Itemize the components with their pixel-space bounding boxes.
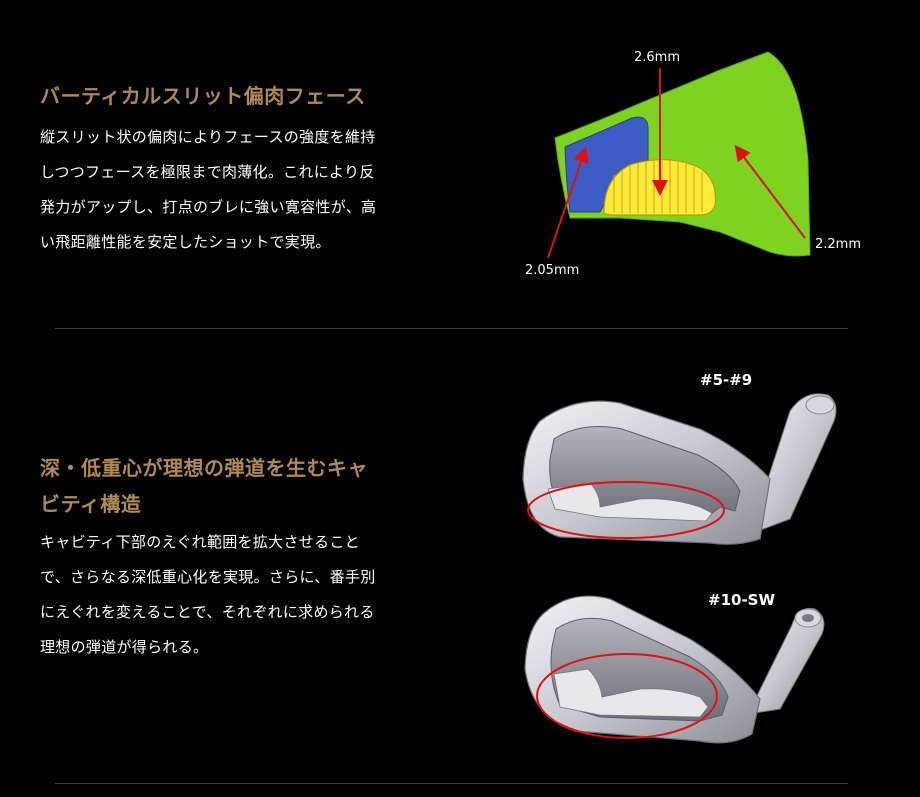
- club-label-5-9: #5-#9: [700, 371, 752, 389]
- undercut-highlight: [527, 481, 725, 539]
- title-line: 深・低重心が理想の弾道を生むキャ: [40, 456, 368, 480]
- section-divider: [55, 328, 848, 329]
- title-line: ビティ構造: [40, 492, 142, 516]
- description-line: 縦スリット状の偏肉によりフェースの強度を維持: [40, 128, 376, 146]
- description-line: で、さらなる深低重心化を実現。さらに、番手別: [40, 568, 376, 586]
- arrow-left: [547, 146, 589, 259]
- description-line: しつつフェースを極限まで肉薄化。これにより反: [40, 163, 375, 181]
- description-line: 理想の弾道が得られる。: [40, 638, 209, 656]
- section-description: 縦スリット状の偏肉によりフェースの強度を維持 しつつフェースを極限まで肉薄化。こ…: [40, 120, 376, 260]
- section-title: バーティカルスリット偏肉フェース: [40, 84, 366, 108]
- label-2-2mm: 2.2mm: [815, 237, 861, 252]
- section-title: 深・低重心が理想の弾道を生むキャ ビティ構造: [40, 450, 368, 522]
- description-line: キャビティ下部のえぐれ範囲を拡大させること: [40, 533, 360, 551]
- iron-head-10-sw: #10-SW: [524, 591, 825, 744]
- description-line: 発力がアップし、打点のブレに強い寛容性が、高: [40, 198, 377, 216]
- section-description: キャビティ下部のえぐれ範囲を拡大させること で、さらなる深低重心化を実現。さらに…: [40, 525, 376, 665]
- section-divider: [55, 783, 848, 784]
- label-2-05mm: 2.05mm: [525, 263, 579, 278]
- undercut-highlight: [536, 653, 718, 739]
- club-label-10-sw: #10-SW: [708, 591, 775, 609]
- label-2-6mm: 2.6mm: [634, 50, 680, 65]
- section-cavity-structure: 深・低重心が理想の弾道を生むキャ ビティ構造 キャビティ下部のえぐれ範囲を拡大さ…: [0, 329, 920, 783]
- face-thickness-diagram: 2.6mm 2.2mm 2.05mm: [525, 50, 861, 278]
- description-line: い飛距離性能を安定したショットで実現。: [40, 233, 331, 251]
- iron-head-5-9: #5-#9: [522, 371, 837, 545]
- arrow-right: [734, 144, 806, 239]
- section-vertical-slit-face: バーティカルスリット偏肉フェース 縦スリット状の偏肉によりフェースの強度を維持 …: [0, 0, 920, 328]
- description-line: にえぐれを変えることで、それぞれに求められる: [40, 603, 375, 621]
- iron-cavity-diagrams: #5-#9 #10-SW: [522, 371, 837, 744]
